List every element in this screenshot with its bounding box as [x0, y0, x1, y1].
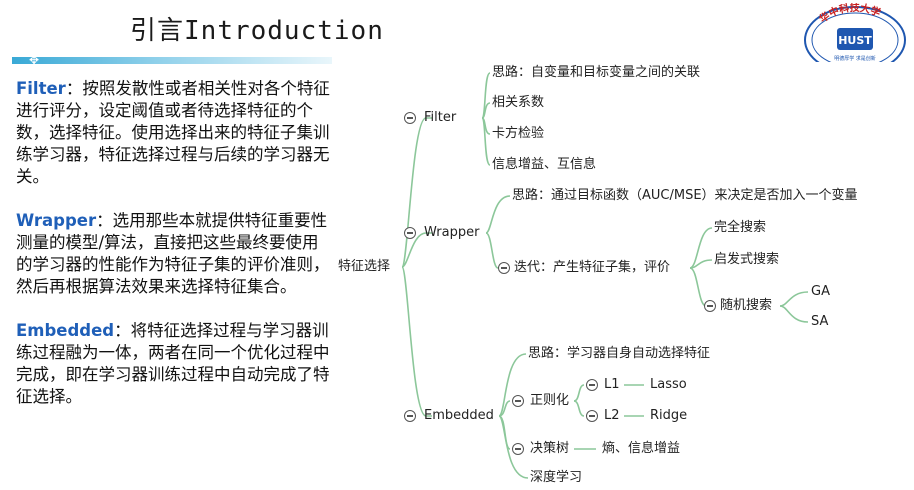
- wrapper-text: ：选用那些本就提供特征重要性测量的模型/算法，直接把这些最终要使用的学习器的性能…: [16, 211, 330, 296]
- filter-text: ：按照发散性或者相关性对各个特征进行评分，设定阈值或者待选择特征的个数，选择特征…: [16, 79, 330, 186]
- branch-embedded: Embedded: [424, 408, 494, 423]
- collapse-l2-icon[interactable]: [586, 410, 598, 422]
- search-heuristic: 启发式搜索: [714, 252, 780, 267]
- wrapper-paragraph: Wrapper：选用那些本就提供特征重要性测量的模型/算法，直接把这些最终要使用…: [16, 210, 331, 298]
- collapse-filter-icon[interactable]: [404, 112, 416, 124]
- mindmap: 特征选择 Filter 思路：自变量和目标变量之间的关联 相关系数 卡方检验 信…: [334, 62, 914, 490]
- filter-term: Filter: [16, 79, 66, 98]
- title-cn: 引言: [130, 16, 185, 46]
- filter-item-chi-square: 卡方检验: [492, 126, 545, 141]
- tree-entropy-info-gain: 熵、信息增益: [602, 441, 681, 456]
- collapse-embedded-icon[interactable]: [404, 410, 416, 422]
- search-sa: SA: [811, 314, 829, 329]
- description-panel: Filter：按照发散性或者相关性对各个特征进行评分，设定阈值或者待选择特征的个…: [16, 78, 331, 430]
- embedded-idea: 思路：学习器自身自动选择特征: [528, 346, 711, 361]
- collapse-l1-icon[interactable]: [586, 379, 598, 391]
- branch-wrapper: Wrapper: [424, 225, 480, 240]
- collapse-iter-icon[interactable]: [498, 262, 510, 274]
- wrapper-term: Wrapper: [16, 211, 97, 230]
- page-title: 引言Introduction: [130, 10, 384, 47]
- reg-l2: L2: [604, 408, 620, 423]
- embedded-regularization: 正则化: [530, 393, 570, 408]
- reg-ridge: Ridge: [650, 408, 688, 423]
- embedded-deep-learning: 深度学习: [530, 470, 583, 485]
- wrapper-idea: 思路：通过目标函数（AUC/MSE）来决定是否加入一个变量: [512, 188, 858, 203]
- reg-lasso: Lasso: [650, 377, 687, 392]
- title-underline-bar: [12, 57, 332, 64]
- logo-motto: 明德厚学 求是创新: [834, 55, 876, 62]
- search-complete: 完全搜索: [714, 220, 767, 235]
- root-node: 特征选择: [338, 259, 391, 274]
- filter-item-idea: 思路：自变量和目标变量之间的关联: [492, 65, 701, 80]
- collapse-tree-icon[interactable]: [512, 443, 524, 455]
- embedded-paragraph: Embedded：将特征选择过程与学习器训练过程融为一体，两者在同一个优化过程中…: [16, 320, 331, 408]
- edge-root-filter: [401, 117, 432, 268]
- embedded-term: Embedded: [16, 321, 115, 340]
- collapse-random-icon[interactable]: [704, 300, 716, 312]
- collapse-wrapper-icon[interactable]: [404, 227, 416, 239]
- decor-sparkle-icon: ✥: [28, 53, 40, 67]
- university-logo: 华中科技大学 HUST 明德厚学 求是创新: [804, 3, 906, 73]
- reg-l1: L1: [604, 377, 620, 392]
- filter-item-correlation: 相关系数: [492, 95, 545, 110]
- filter-paragraph: Filter：按照发散性或者相关性对各个特征进行评分，设定阈值或者待选择特征的个…: [16, 78, 331, 188]
- collapse-reg-icon[interactable]: [512, 395, 524, 407]
- mindmap-connectors: [401, 72, 809, 479]
- search-random: 随机搜索: [720, 298, 773, 313]
- embedded-text: ：将特征选择过程与学习器训练过程融为一体，两者在同一个优化过程中完成，即在学习器…: [16, 321, 330, 406]
- search-ga: GA: [811, 284, 830, 299]
- logo-badge: HUST: [838, 34, 872, 47]
- branch-filter: Filter: [424, 110, 457, 125]
- wrapper-iter: 迭代：产生特征子集，评价: [514, 260, 671, 275]
- title-en: Introduction: [184, 16, 384, 46]
- embedded-decision-tree: 决策树: [530, 441, 570, 456]
- filter-item-info-gain: 信息增益、互信息: [492, 157, 597, 172]
